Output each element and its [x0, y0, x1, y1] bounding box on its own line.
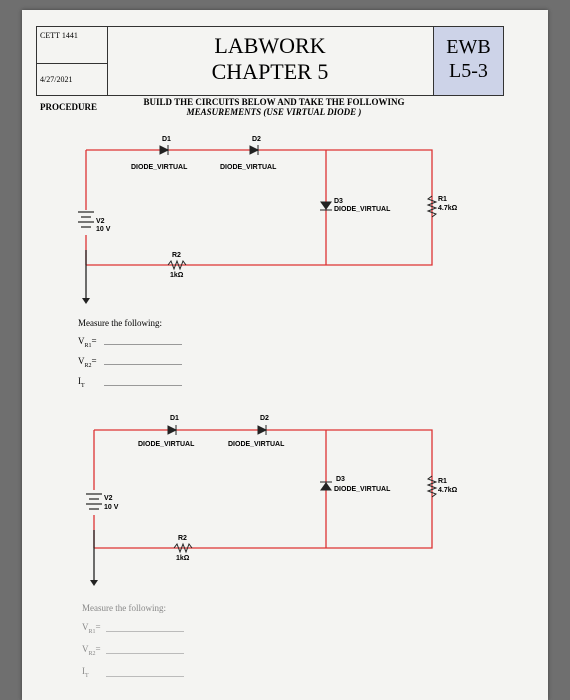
lab-title-line1: LABWORK [214, 33, 326, 58]
circuit-1-v2-label: V2 [96, 218, 105, 225]
circuit-1-battery-icon [78, 211, 94, 228]
circuit-1-r1-label: R1 [438, 196, 447, 203]
header-info-cell: CETT 1441 4/27/2021 [37, 27, 108, 95]
circuit-1-v2-value: 10 V [96, 226, 111, 233]
circuit-1-d1-label: D1 [162, 136, 171, 143]
measure-2-vr1-label: VR1= [82, 622, 101, 635]
measure-2-vr2-label: VR2= [82, 644, 101, 657]
lab-code-cell: EWB L5-3 [433, 27, 503, 95]
circuit-2-r1-resistor-icon [426, 475, 438, 498]
circuit-2-v2-value: 10 V [104, 504, 119, 511]
circuit-2-r1-label: R1 [438, 478, 447, 485]
circuit-1-r2-value: 1kΩ [170, 272, 184, 279]
measure-1-heading: Measure the following: [78, 318, 162, 328]
header-divider [37, 63, 107, 64]
circuit-2-d1-type: DIODE_VIRTUAL [138, 441, 195, 448]
circuit-1-d2-label: D2 [252, 136, 261, 143]
circuit-1-r1-resistor-icon [426, 195, 438, 218]
lab-code-line2: L5-3 [449, 60, 488, 82]
instruction-line1: BUILD THE CIRCUITS BELOW AND TAKE THE FO… [143, 97, 405, 107]
circuit-2-v2-label: V2 [104, 495, 113, 502]
lab-date: 4/27/2021 [40, 75, 73, 84]
circuit-1-d1-type: DIODE_VIRTUAL [131, 164, 188, 171]
measure-2-vr1-answer[interactable] [106, 631, 184, 632]
circuit-2-battery-icon [86, 493, 102, 510]
circuit-1-r2-resistor-icon [167, 259, 187, 271]
procedure-label: PROCEDURE [40, 102, 98, 112]
measure-1-vr1-answer[interactable] [104, 344, 182, 345]
measure-1-it-label: IT [78, 376, 85, 389]
circuit-2-d3-type: DIODE_VIRTUAL [334, 486, 391, 493]
circuit-2-d2-diode-icon [257, 425, 268, 435]
circuit-1-d2-diode-icon [249, 145, 260, 155]
circuit-2-ground-icon [90, 580, 98, 586]
circuit-1-d2-type: DIODE_VIRTUAL [220, 164, 277, 171]
measure-2-vr2-answer[interactable] [106, 653, 184, 654]
measure-1-vr2-label: VR2= [78, 356, 97, 369]
circuit-2-d2-label: D2 [260, 415, 269, 422]
circuit-2-d1-diode-icon [167, 425, 178, 435]
circuit-1-ground-icon [82, 298, 90, 304]
circuit-2-r2-resistor-icon [173, 542, 193, 554]
lab-code-line1: EWB [446, 36, 491, 58]
circuit-2-r1-value: 4.7kΩ [438, 487, 458, 494]
circuit-1-d1-diode-icon [159, 145, 170, 155]
measure-1-vr2-answer[interactable] [104, 364, 182, 365]
measure-1-vr1-label: VR1= [78, 336, 97, 349]
circuit-1-d3-diode-icon [320, 201, 332, 211]
measure-2-it-label: IT [82, 666, 89, 679]
lab-title: LABWORK CHAPTER 5 [107, 27, 433, 95]
measure-1-it-answer[interactable] [104, 385, 182, 386]
circuit-1-r2-label: R2 [172, 252, 181, 259]
circuit-2-d3-diode-icon [320, 481, 332, 491]
course-code: CETT 1441 [40, 31, 78, 40]
circuit-2-r2-label: R2 [178, 535, 187, 542]
circuit-2-d3-label: D3 [336, 476, 345, 483]
instruction-line2: MEASUREMENTS (USE VIRTUAL DIODE ) [186, 107, 362, 117]
worksheet-page [22, 10, 548, 700]
circuit-2-d2-type: DIODE_VIRTUAL [228, 441, 285, 448]
circuit-1-d3-type: DIODE_VIRTUAL [334, 206, 391, 213]
circuit-2-d1-label: D1 [170, 415, 179, 422]
measure-2-it-answer[interactable] [106, 676, 184, 677]
measure-2-heading: Measure the following: [82, 603, 166, 613]
instructions: BUILD THE CIRCUITS BELOW AND TAKE THE FO… [124, 97, 424, 117]
circuit-1-r1-value: 4.7kΩ [438, 205, 458, 212]
circuit-1-d3-label: D3 [334, 198, 343, 205]
lab-title-line2: CHAPTER 5 [211, 59, 329, 84]
header-table: CETT 1441 4/27/2021 LABWORK CHAPTER 5 EW… [36, 26, 504, 96]
circuit-2-r2-value: 1kΩ [176, 555, 190, 562]
